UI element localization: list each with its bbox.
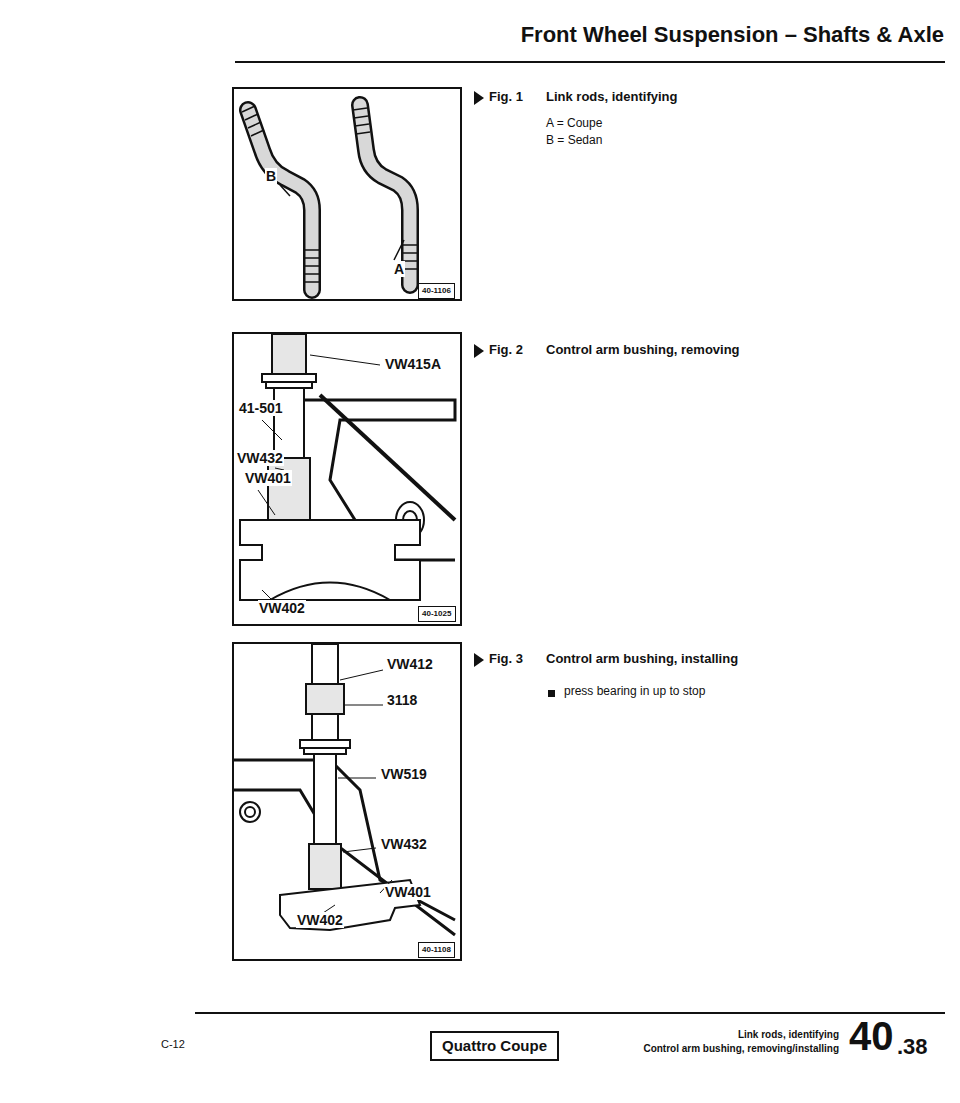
box-text: 40-1106 xyxy=(422,286,451,295)
footer-topic: Control arm bushing, removing/installing xyxy=(642,1043,840,1055)
tool-number: 3118 xyxy=(386,692,418,708)
press-tools-installing xyxy=(234,644,455,935)
header-rule xyxy=(235,61,945,63)
legend-note: B = Sedan xyxy=(545,134,603,148)
box-text: 40-1025 xyxy=(422,609,452,618)
page-title: Front Wheel Suspension – Shafts & Axle xyxy=(520,22,945,47)
figure-caption: Control arm bushing, installing xyxy=(545,652,739,667)
figure-pointer xyxy=(474,344,484,358)
instruction-note: press bearing in up to stop xyxy=(563,685,706,699)
link-rods xyxy=(242,105,417,290)
tool-number: VW432 xyxy=(236,450,284,466)
figure-number: Fig. 2 xyxy=(488,343,524,358)
page-code: C-12 xyxy=(160,1038,186,1051)
press-tools-removing xyxy=(240,334,455,600)
footer-model-box: Quattro Coupe xyxy=(430,1031,559,1061)
section-number: 40 xyxy=(848,1016,895,1056)
figure-id-box: 40-1108 xyxy=(418,942,455,958)
tool-number: VW412 xyxy=(386,656,434,672)
tool-number: VW402 xyxy=(296,912,344,928)
figure-caption: Link rods, identifying xyxy=(545,90,678,105)
tool-number: VW401 xyxy=(384,884,432,900)
part-letter: B xyxy=(265,168,277,184)
tool-number: VW402 xyxy=(258,600,306,616)
figure-pointer xyxy=(474,653,484,667)
box-text: Quattro Coupe xyxy=(442,1037,547,1054)
bullet-symbol xyxy=(548,690,555,697)
part-letter: A xyxy=(393,261,405,277)
footer-topic: Link rods, identifying xyxy=(737,1029,840,1041)
figure-frame xyxy=(233,88,461,300)
legend-note: A = Coupe xyxy=(545,117,603,131)
tool-number: VW401 xyxy=(244,470,292,486)
figure-pointer xyxy=(474,91,484,105)
footer-rule xyxy=(195,1012,945,1014)
tool-number: VW519 xyxy=(380,766,428,782)
figure-frame xyxy=(233,643,461,960)
page-number: .38 xyxy=(896,1036,929,1058)
tool-number: VW432 xyxy=(380,836,428,852)
figure-id-box: 40-1106 xyxy=(418,283,455,299)
box-text: 40-1108 xyxy=(422,945,451,954)
figure-number: Fig. 1 xyxy=(488,90,524,105)
tool-number: VW415A xyxy=(384,356,442,372)
tool-number: 41-501 xyxy=(238,400,284,416)
figure-caption: Control arm bushing, removing xyxy=(545,343,741,358)
figure-number: Fig. 3 xyxy=(488,652,524,667)
figure-id-box: 40-1025 xyxy=(418,606,456,622)
figure-frame xyxy=(233,333,461,625)
